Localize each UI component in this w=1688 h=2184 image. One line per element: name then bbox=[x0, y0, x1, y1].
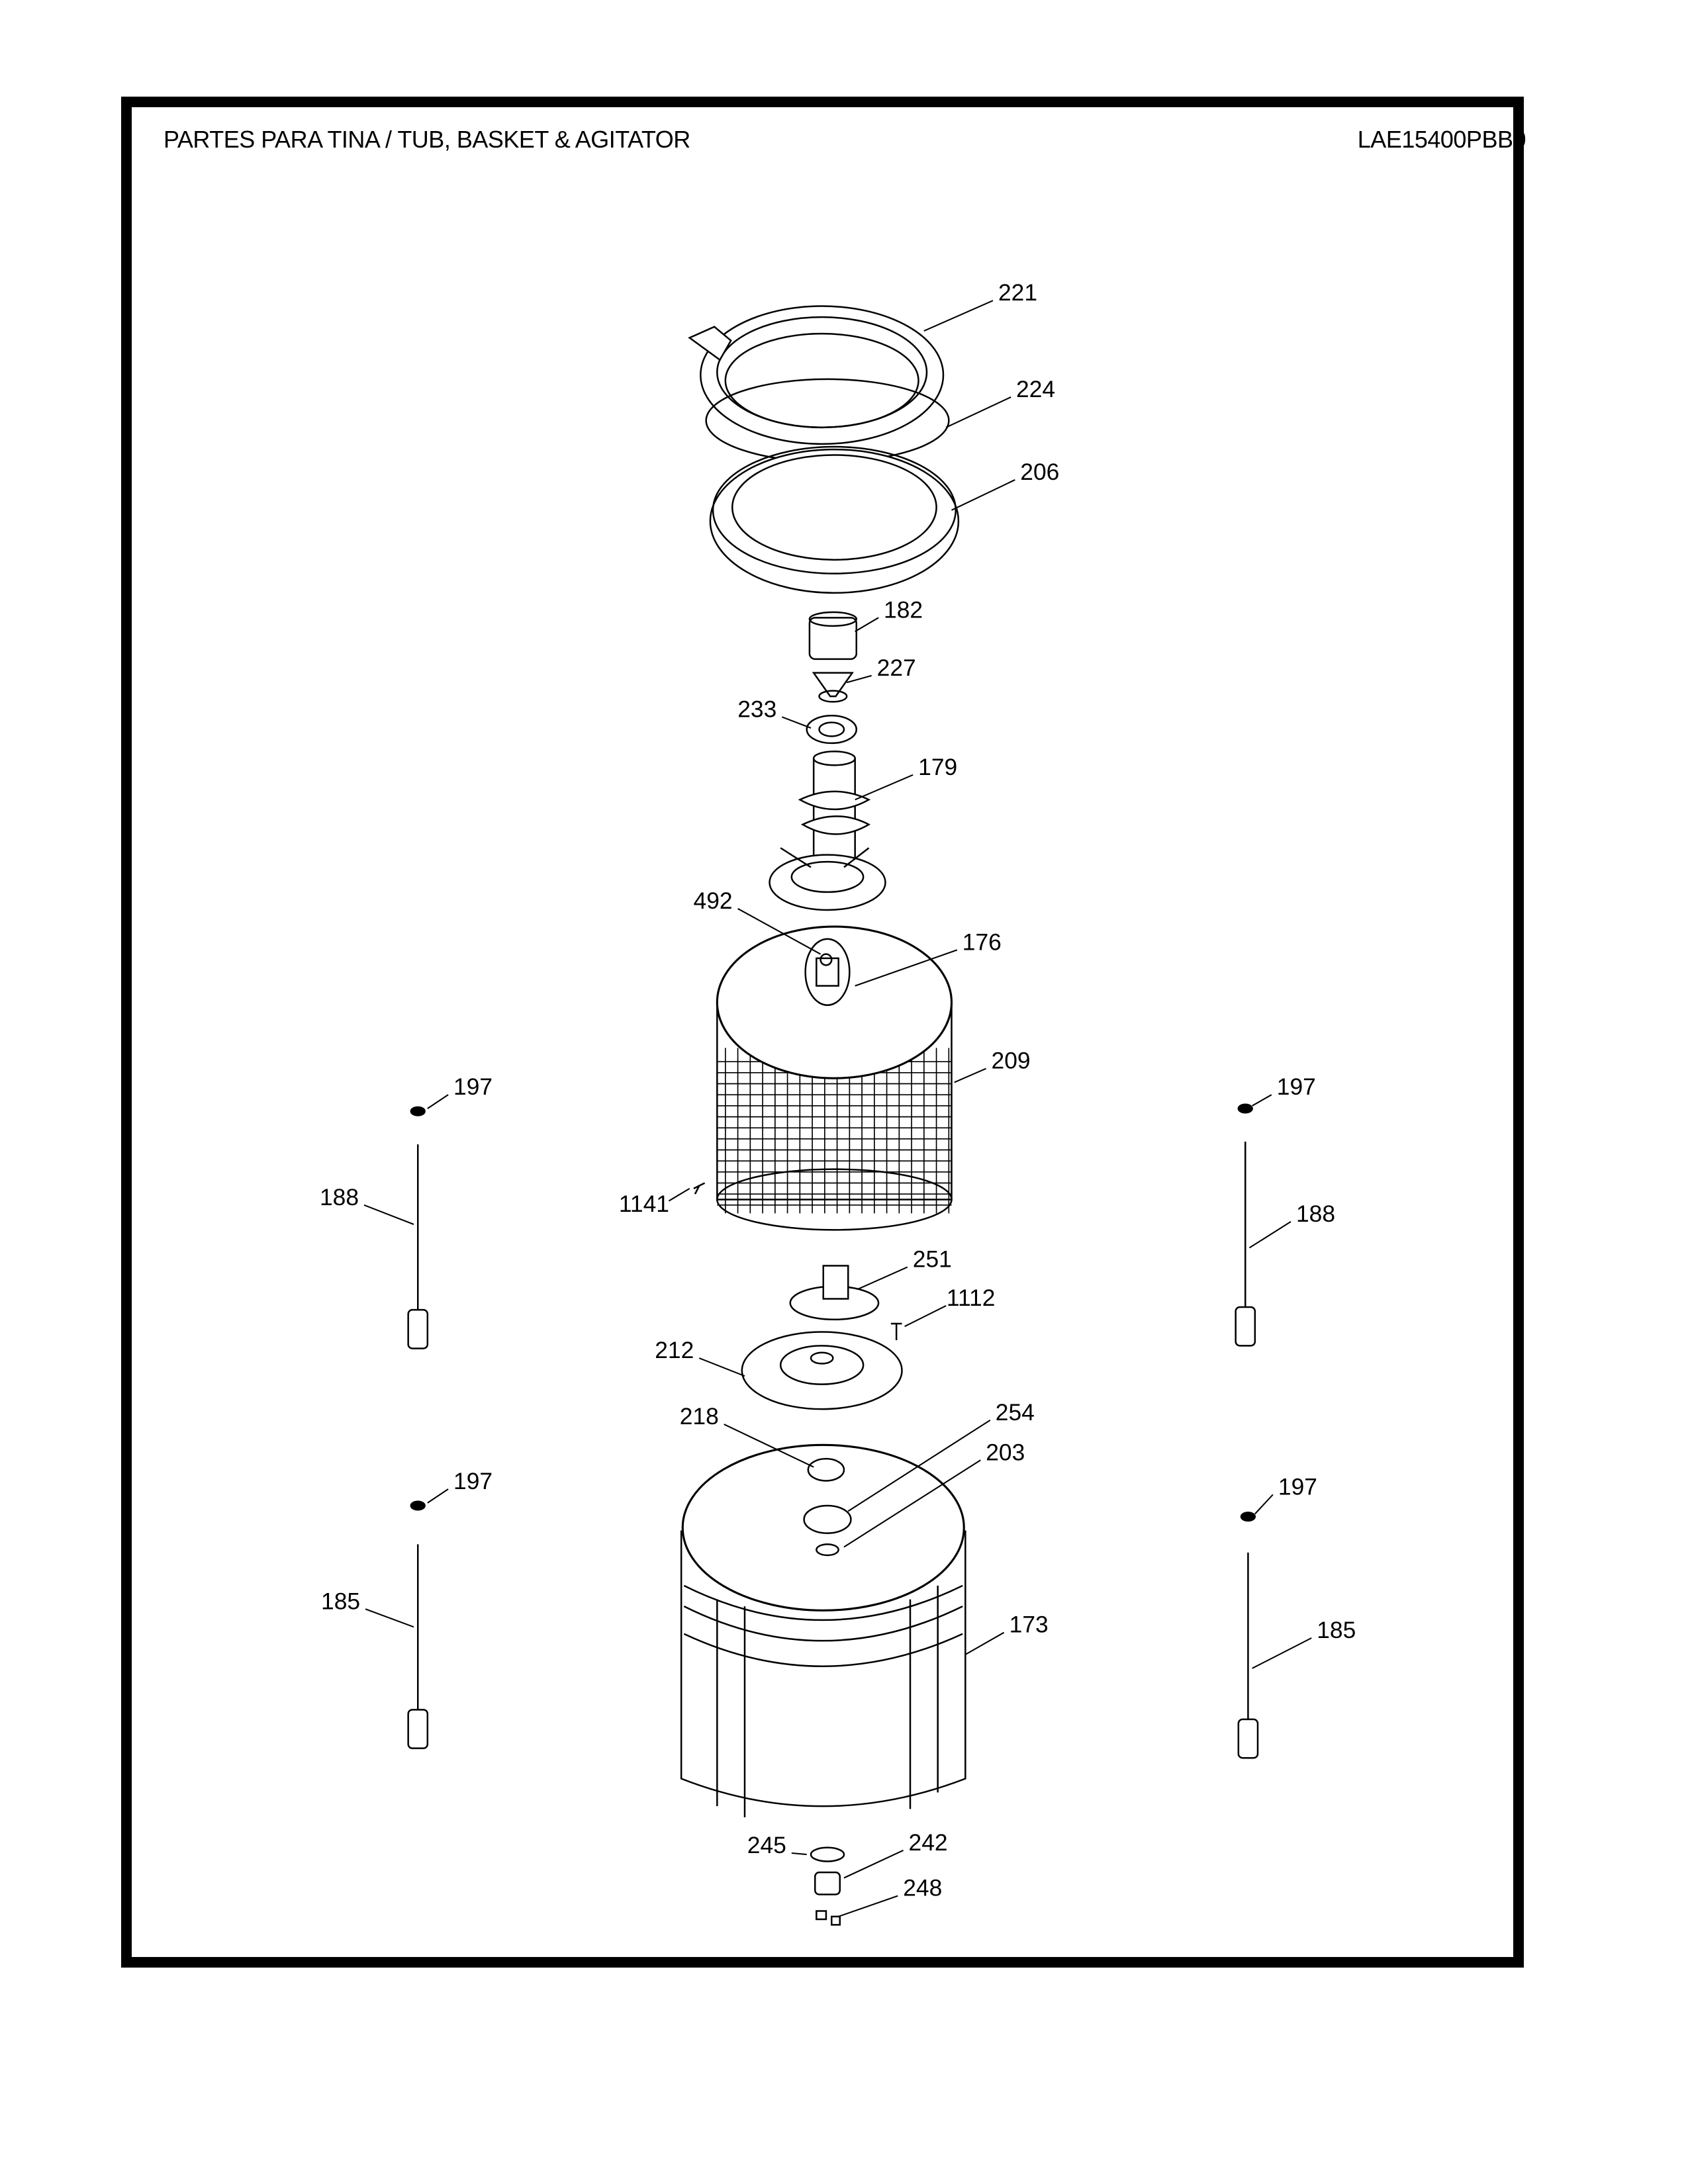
part-197-cap bbox=[1240, 1512, 1256, 1522]
drain-parts bbox=[810, 1846, 845, 1926]
callout-206: 206 bbox=[1020, 459, 1059, 485]
part-233-bearing bbox=[806, 715, 857, 745]
leader-line bbox=[427, 1094, 449, 1109]
leader-line bbox=[724, 1424, 814, 1468]
leader-line bbox=[904, 1304, 947, 1328]
callout-224: 224 bbox=[1016, 376, 1055, 402]
part-206-balance-ring bbox=[709, 445, 960, 594]
part-248-clip bbox=[816, 1910, 841, 1926]
rod-weight bbox=[407, 1308, 429, 1349]
part-254-gear bbox=[803, 1504, 852, 1534]
callout-212: 212 bbox=[655, 1337, 694, 1363]
callout-248: 248 bbox=[903, 1875, 942, 1901]
leader-line bbox=[668, 1187, 690, 1202]
callout-221: 221 bbox=[998, 279, 1037, 306]
part-218-seal bbox=[807, 1457, 845, 1482]
callout-227: 227 bbox=[877, 655, 916, 681]
part-227-cone bbox=[812, 672, 854, 703]
part-197-cap bbox=[410, 1500, 426, 1511]
part-203-ring bbox=[816, 1543, 839, 1557]
callout-245: 245 bbox=[747, 1832, 786, 1858]
part-173-outer-tub bbox=[680, 1443, 966, 1817]
part-242-pump-fitting bbox=[814, 1871, 841, 1895]
leader-line bbox=[791, 1852, 807, 1856]
leader-line bbox=[846, 674, 872, 684]
leader-line bbox=[698, 1357, 745, 1377]
leader-line bbox=[945, 396, 1011, 428]
part-182-cap bbox=[808, 611, 858, 660]
callout-1112: 1112 bbox=[947, 1285, 996, 1311]
callout-203: 203 bbox=[986, 1439, 1025, 1465]
callout-188: 188 bbox=[320, 1184, 359, 1210]
model-number: LAE15400PBB0 bbox=[1357, 126, 1526, 153]
callout-209: 209 bbox=[992, 1048, 1031, 1074]
callout-251: 251 bbox=[913, 1246, 952, 1273]
part-1112-screw bbox=[890, 1322, 902, 1341]
callout-188: 188 bbox=[1296, 1201, 1335, 1227]
leader-line bbox=[964, 1631, 1005, 1655]
part-492-plug bbox=[820, 953, 833, 966]
leader-line bbox=[954, 1068, 986, 1083]
callout-176: 176 bbox=[962, 929, 1002, 955]
leader-line bbox=[843, 1849, 904, 1879]
rod-weight bbox=[1235, 1306, 1256, 1347]
part-179-agitator bbox=[769, 751, 886, 911]
callout-233: 233 bbox=[737, 696, 776, 722]
part-197-cap bbox=[410, 1106, 426, 1116]
part-209-basket bbox=[716, 925, 953, 1231]
callout-492: 492 bbox=[694, 887, 733, 914]
leader-line bbox=[1252, 1094, 1272, 1107]
callout-182: 182 bbox=[884, 596, 923, 623]
leader-line bbox=[857, 1266, 908, 1290]
leader-line bbox=[951, 479, 1015, 511]
callout-197: 197 bbox=[453, 1073, 492, 1100]
suspension-rods bbox=[407, 1103, 1259, 1759]
callout-185: 185 bbox=[1317, 1617, 1356, 1643]
rod-weight bbox=[407, 1709, 429, 1749]
leader-line bbox=[1248, 1220, 1291, 1249]
callout-254: 254 bbox=[996, 1399, 1035, 1426]
callout-197: 197 bbox=[1277, 1073, 1316, 1100]
part-1141-screw bbox=[693, 1182, 706, 1195]
leader-line bbox=[855, 617, 879, 633]
callout-197: 197 bbox=[1278, 1473, 1317, 1500]
rod-weight bbox=[1237, 1718, 1259, 1759]
leader-line bbox=[1252, 1637, 1312, 1669]
callout-242: 242 bbox=[909, 1829, 948, 1856]
part-197-cap bbox=[1237, 1103, 1253, 1114]
page-title: PARTES PARA TINA / TUB, BASKET & AGITATO… bbox=[164, 126, 690, 153]
callout-1141: 1141 bbox=[619, 1191, 669, 1217]
leader-line bbox=[365, 1608, 414, 1628]
leader-line bbox=[847, 1419, 991, 1512]
part-251-hub bbox=[789, 1265, 880, 1321]
leader-line bbox=[855, 774, 914, 801]
callout-179: 179 bbox=[918, 754, 957, 780]
leader-line bbox=[838, 1895, 898, 1917]
leader-line bbox=[737, 908, 821, 955]
leader-line bbox=[1254, 1494, 1274, 1515]
callout-173: 173 bbox=[1009, 1612, 1049, 1638]
part-212-flange bbox=[741, 1331, 903, 1410]
leader-line bbox=[363, 1204, 414, 1225]
leader-line bbox=[781, 716, 812, 729]
leader-line bbox=[855, 949, 958, 987]
leader-line bbox=[923, 300, 994, 332]
callout-218: 218 bbox=[680, 1403, 719, 1430]
callout-197: 197 bbox=[453, 1468, 492, 1494]
callout-185: 185 bbox=[321, 1588, 360, 1614]
part-221-tub-cover-ring bbox=[688, 305, 945, 445]
part-245-oring bbox=[810, 1846, 845, 1862]
leader-line bbox=[843, 1459, 981, 1548]
leader-line bbox=[427, 1488, 449, 1504]
